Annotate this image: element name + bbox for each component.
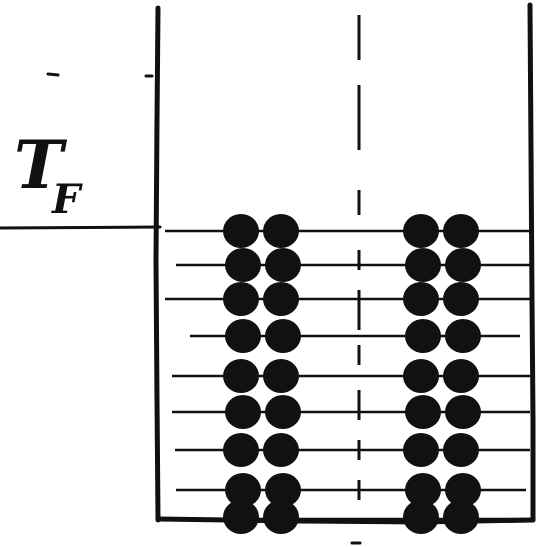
particle (263, 282, 299, 316)
particle (443, 214, 479, 248)
container-right-wall (527, 2, 536, 523)
particle (405, 319, 441, 353)
particle (405, 395, 441, 429)
particle (443, 359, 479, 393)
particle (225, 395, 261, 429)
particle (445, 395, 481, 429)
temperature-label: T F (14, 126, 83, 223)
particles (223, 214, 481, 534)
particle (223, 500, 259, 534)
particle (223, 214, 259, 248)
particle (445, 473, 481, 507)
particle (225, 248, 261, 282)
container-left-wall (153, 5, 161, 523)
particle (443, 433, 479, 467)
label-main: T (14, 126, 68, 204)
particle (443, 282, 479, 316)
particle (263, 433, 299, 467)
particle (265, 473, 301, 507)
pen-mark (46, 72, 60, 77)
particle (263, 500, 299, 534)
label-subscript: F (51, 176, 83, 223)
particle (403, 214, 439, 248)
particle (265, 248, 301, 282)
particle (223, 433, 259, 467)
particle (403, 359, 439, 393)
particle (263, 214, 299, 248)
particle (445, 248, 481, 282)
particle (263, 359, 299, 393)
particle (223, 359, 259, 393)
particle (265, 395, 301, 429)
particle (403, 282, 439, 316)
particle (403, 500, 439, 534)
particle (223, 282, 259, 316)
particle (445, 319, 481, 353)
particle (443, 500, 479, 534)
particle (403, 433, 439, 467)
particle (225, 319, 261, 353)
particle (405, 473, 441, 507)
particle (225, 473, 261, 507)
particle (265, 319, 301, 353)
temperature-level-line (0, 225, 162, 230)
particle (405, 248, 441, 282)
